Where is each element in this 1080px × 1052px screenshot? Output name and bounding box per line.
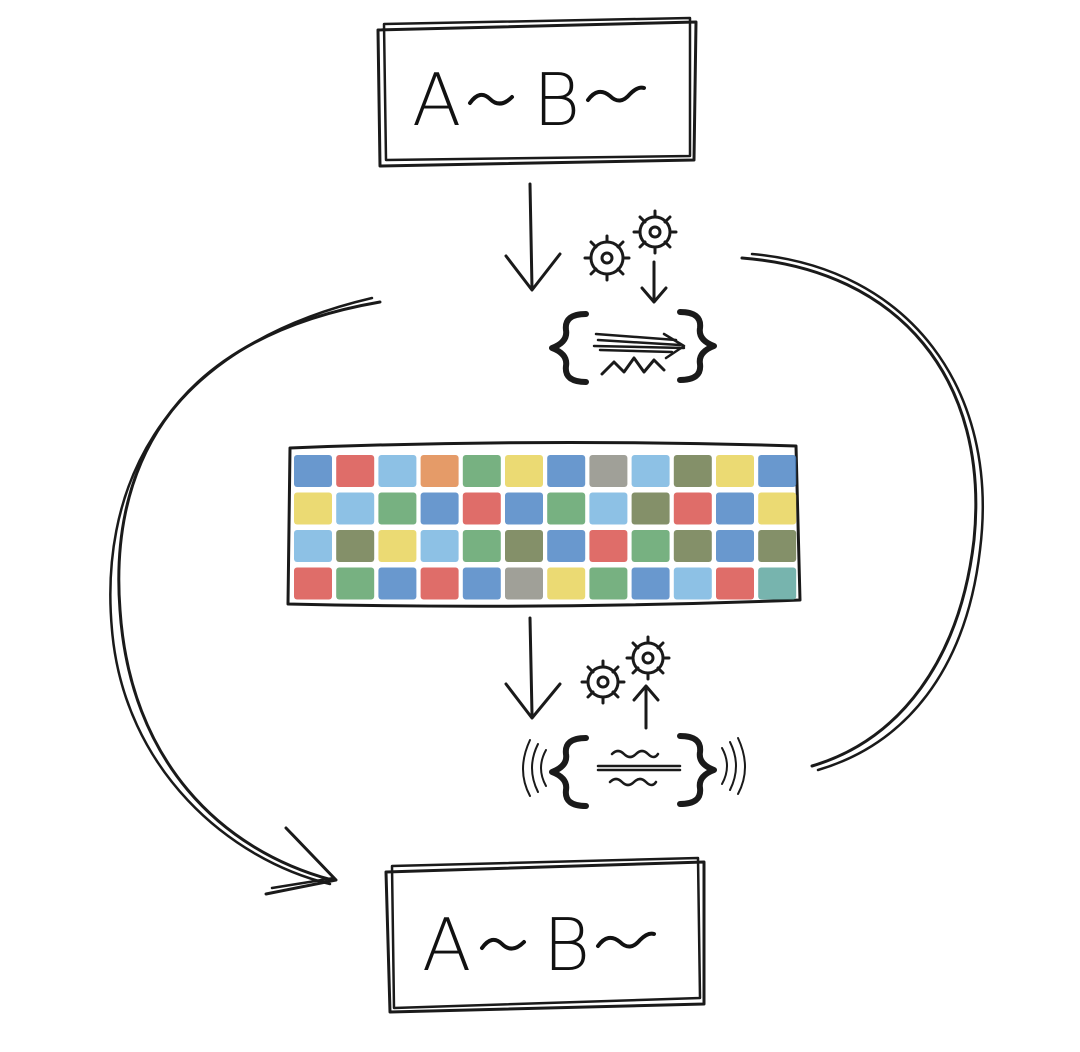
encode-block-icon <box>552 312 714 382</box>
bottom-tilde-2 <box>598 934 654 947</box>
grid-cell-gray <box>589 455 627 487</box>
grid-cell-olive <box>632 493 670 525</box>
embedding-grid <box>288 442 800 606</box>
grid-cell-blue <box>378 568 416 600</box>
decode-block-icon <box>523 736 745 806</box>
grid-cell-blue <box>505 493 543 525</box>
grid-cell-lightblue <box>294 530 332 562</box>
grid-cell-green <box>378 493 416 525</box>
grid-cell-orange <box>421 455 459 487</box>
grid-cell-yellow <box>505 455 543 487</box>
grid-cell-blue <box>421 493 459 525</box>
grid-cell-yellow <box>547 568 585 600</box>
grid-cell-green <box>336 568 374 600</box>
grid-cell-olive <box>674 530 712 562</box>
grid-cell-yellow <box>716 455 754 487</box>
grid-cell-lightblue <box>378 455 416 487</box>
grid-cell-green <box>463 455 501 487</box>
down-arrow-1 <box>506 184 560 290</box>
grid-cell-green <box>589 568 627 600</box>
top-letter-b: B <box>533 58 580 142</box>
grid-cell-olive <box>758 530 796 562</box>
grid-cell-green <box>547 493 585 525</box>
top-letter-a: A <box>412 58 461 142</box>
top-tilde-2 <box>588 88 644 101</box>
grid-cell-blue <box>463 568 501 600</box>
grid-cell-red <box>463 493 501 525</box>
grid-cell-lightblue <box>589 493 627 525</box>
bottom-letter-b: B <box>543 903 590 987</box>
grid-cell-red <box>674 493 712 525</box>
grid-cell-green <box>463 530 501 562</box>
bottom-text-box: A B <box>386 858 704 1012</box>
bottom-tilde-1 <box>482 940 524 949</box>
grid-cell-red <box>421 568 459 600</box>
grid-cell-blue <box>547 455 585 487</box>
grid-cell-teal <box>758 568 796 600</box>
grid-cell-blue <box>547 530 585 562</box>
bottom-letter-a: A <box>422 903 471 987</box>
grid-cell-olive <box>674 455 712 487</box>
grid-cell-gray <box>505 568 543 600</box>
grid-cell-blue <box>716 493 754 525</box>
decode-gears-icon <box>582 637 669 728</box>
grid-cell-green <box>632 530 670 562</box>
grid-cell-yellow <box>294 493 332 525</box>
top-text-box: A B <box>378 18 696 166</box>
grid-cell-lightblue <box>632 455 670 487</box>
grid-cell-lightblue <box>674 568 712 600</box>
down-arrow-2 <box>506 618 560 718</box>
grid-cell-red <box>716 568 754 600</box>
grid-cell-blue <box>758 455 796 487</box>
grid-cell-red <box>336 455 374 487</box>
grid-cell-olive <box>336 530 374 562</box>
grid-cell-red <box>294 568 332 600</box>
grid-cell-blue <box>716 530 754 562</box>
grid-cell-lightblue <box>421 530 459 562</box>
grid-cell-olive <box>505 530 543 562</box>
grid-cell-blue <box>294 455 332 487</box>
grid-cell-blue <box>632 568 670 600</box>
grid-cells <box>294 455 796 600</box>
grid-cell-lightblue <box>336 493 374 525</box>
encode-gears-icon <box>585 211 676 302</box>
grid-cell-red <box>589 530 627 562</box>
grid-cell-yellow <box>758 493 796 525</box>
top-tilde-1 <box>470 95 512 104</box>
grid-cell-yellow <box>378 530 416 562</box>
